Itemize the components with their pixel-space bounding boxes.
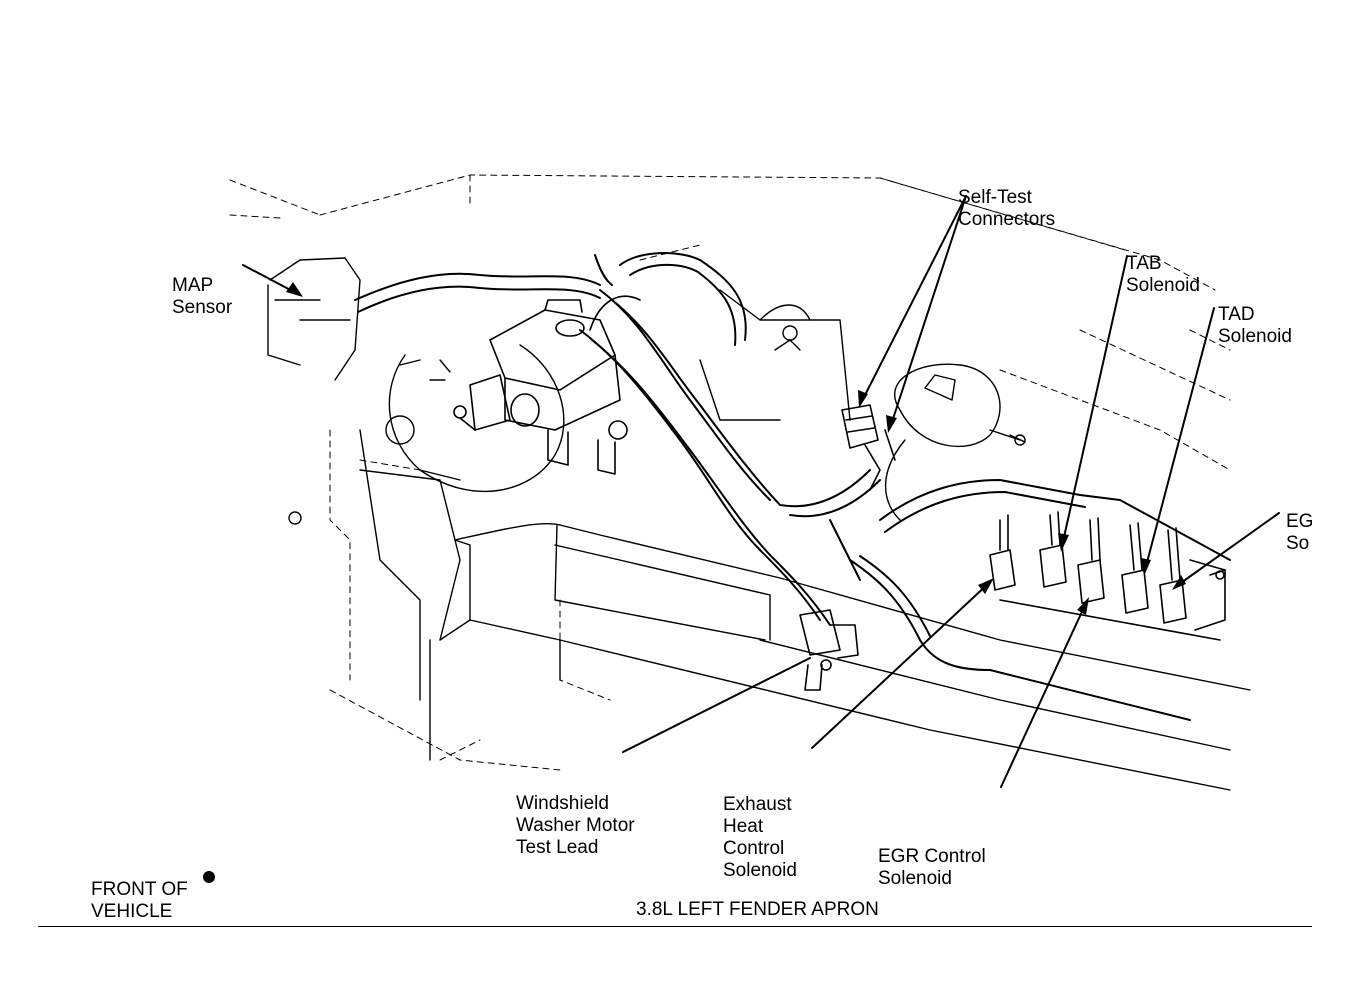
figure-caption: 3.8L LEFT FENDER APRON — [636, 899, 879, 920]
self-test-connector-shapes — [841, 404, 896, 491]
fender-apron-outline — [229, 174, 1231, 771]
engine-block — [267, 257, 461, 761]
leader-lines — [242, 195, 1280, 788]
arrowheads — [286, 282, 1186, 615]
caption-rule — [38, 926, 1312, 927]
wiring-harness — [354, 252, 1231, 721]
coolant-reservoir — [884, 363, 1026, 521]
firewall-ledge — [439, 522, 1251, 791]
master-cylinder — [453, 295, 641, 475]
brake-booster — [388, 344, 565, 493]
washer-connector — [799, 609, 859, 691]
front-marker-dot — [203, 871, 215, 883]
centre-housing — [699, 289, 851, 421]
solenoid-bank — [989, 511, 1226, 641]
